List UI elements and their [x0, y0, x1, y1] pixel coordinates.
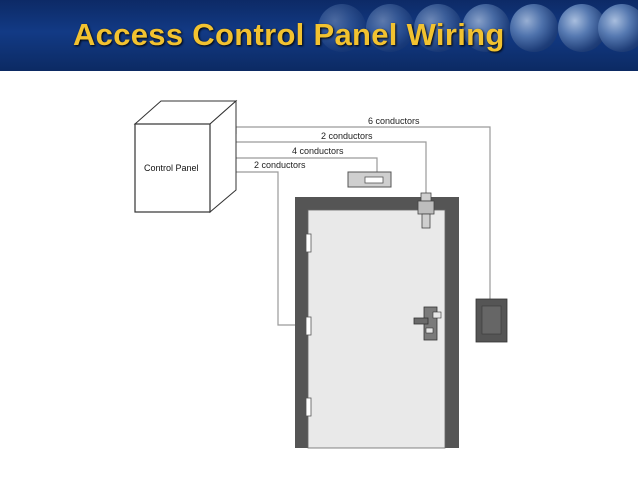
globe-icon	[598, 4, 638, 52]
wire-2-conductors-bottom	[236, 171, 308, 326]
globe-icon	[318, 4, 366, 52]
card-reader	[475, 298, 508, 343]
title-banner: Access Control Panel Wiring	[0, 0, 638, 71]
door-contact	[417, 192, 435, 229]
wiring-diagram: Control Panel 6 conductors 2 conductors …	[133, 99, 508, 449]
label-2-conductors-top: 2 conductors	[321, 131, 373, 141]
control-panel: Control Panel	[133, 99, 238, 214]
door-lever-lock	[413, 306, 442, 341]
label-6-conductors: 6 conductors	[368, 116, 420, 126]
control-panel-label: Control Panel	[144, 163, 199, 173]
slide-title: Access Control Panel Wiring	[73, 17, 505, 52]
wire-2-conductors-top	[236, 141, 427, 193]
globe-icon	[414, 4, 462, 52]
hinge-middle	[305, 316, 312, 336]
globe-icon	[510, 4, 558, 52]
door-release-box	[347, 171, 392, 188]
label-4-conductors: 4 conductors	[292, 146, 344, 156]
hinge-top	[305, 233, 312, 253]
hinge-bottom	[305, 397, 312, 417]
door	[295, 197, 459, 449]
globe-icon	[366, 4, 414, 52]
label-2-conductors-bottom: 2 conductors	[254, 160, 306, 170]
wire-4-conductors	[236, 157, 378, 172]
globe-icon	[462, 4, 510, 52]
